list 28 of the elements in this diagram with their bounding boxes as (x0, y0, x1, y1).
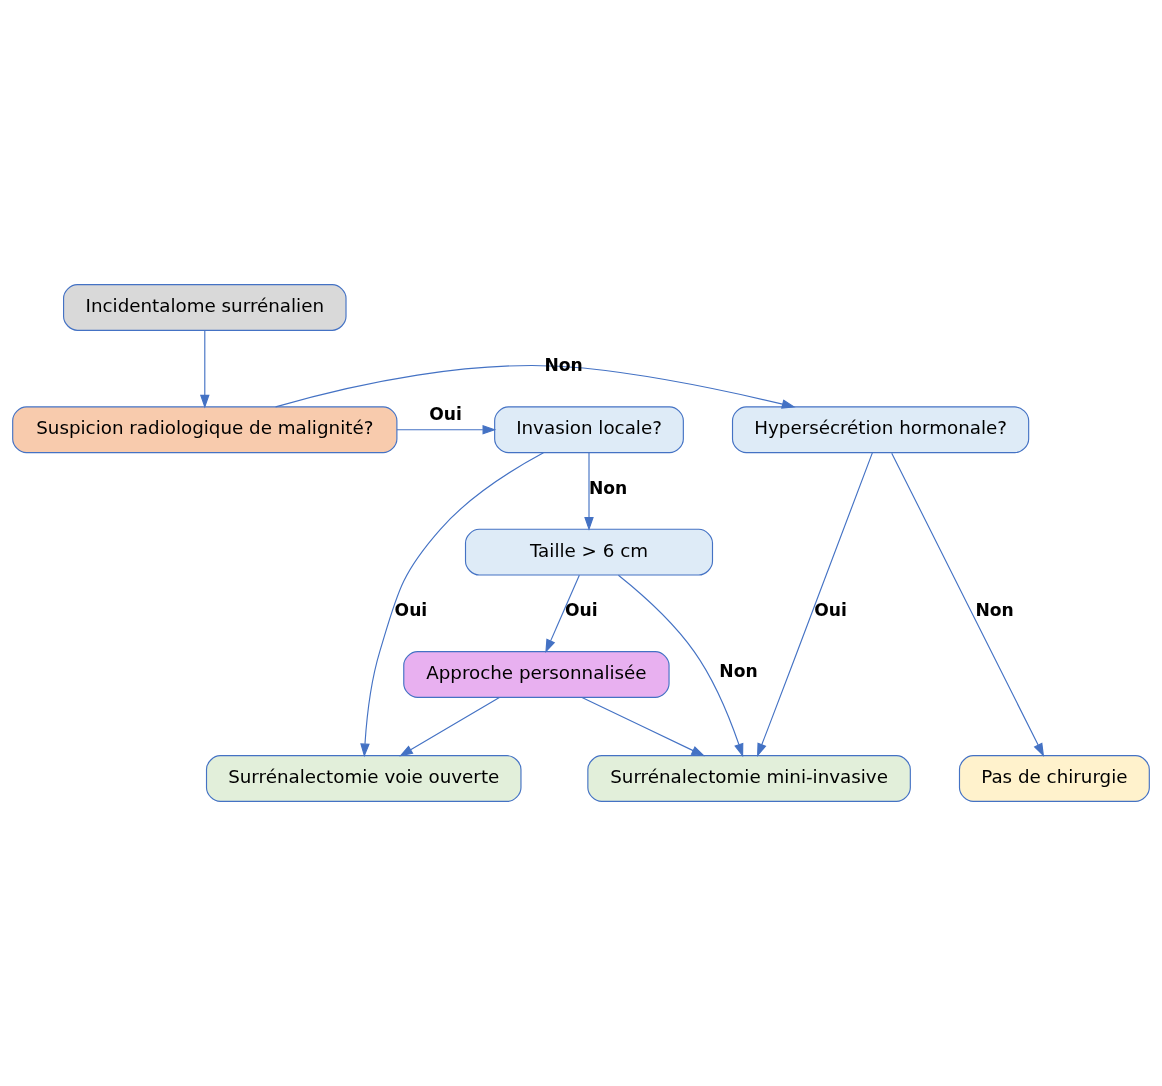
arrow (891, 452, 1045, 757)
arrow (200, 330, 210, 409)
arrow (396, 425, 497, 435)
edge-label: Non (719, 661, 758, 682)
node-box: Surrénalectomie mini-invasive (587, 755, 911, 802)
arrow (617, 574, 744, 758)
node-box: Pas de chirurgie (958, 755, 1150, 802)
arrow (584, 452, 594, 531)
node-box: Hypersécrétion hormonale? (731, 406, 1030, 454)
arrow (399, 696, 500, 757)
arrow (360, 452, 544, 758)
node-box: Suspicion radiologique de malignité? (12, 406, 398, 454)
edge-label: Oui (564, 600, 598, 621)
arrow (757, 452, 873, 757)
edge-label: Oui (429, 403, 462, 424)
arrow (275, 365, 796, 409)
node-box: Incidentalome surrénalien (63, 284, 347, 331)
node-box: Surrénalectomie voie ouverte (205, 755, 522, 802)
edge-label: Non (975, 600, 1014, 621)
node-box: Taille > 6 cm (464, 528, 714, 576)
edge-label: Non (544, 355, 583, 376)
node-box: Approche personnalisée (403, 651, 670, 698)
node-box: Invasion locale? (494, 406, 684, 454)
arrow (545, 574, 580, 654)
edge-label: Oui (814, 600, 847, 621)
edge-label: Non (589, 477, 628, 498)
arrow (581, 696, 706, 757)
edge-label: Oui (394, 600, 428, 621)
